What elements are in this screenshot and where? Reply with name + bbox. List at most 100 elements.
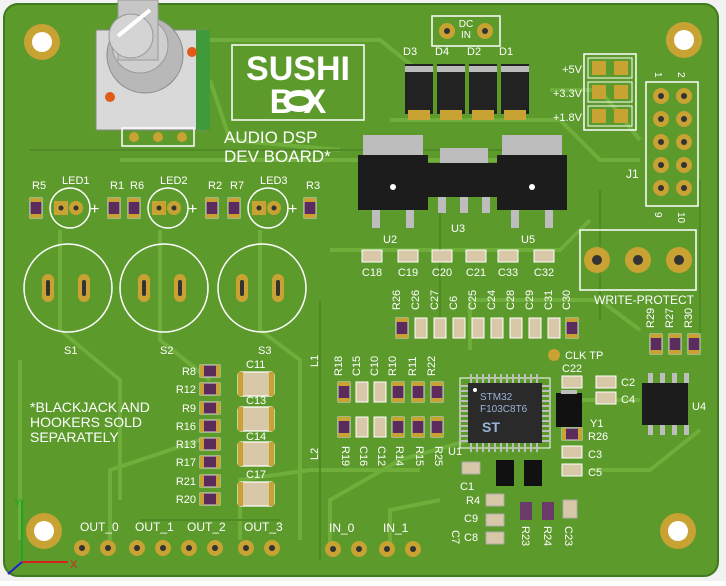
label-r26b: R26 (588, 431, 608, 443)
plus-icon: + (288, 201, 297, 218)
smd-capacitor (471, 317, 485, 339)
switch-outline (119, 243, 209, 333)
label-c5: C5 (588, 467, 602, 479)
svg-text:Y: Y (14, 497, 22, 509)
label-mid-top: R11 (407, 357, 419, 376)
label-top-r: R3 (306, 180, 320, 192)
label-cap-row1: C20 (432, 267, 452, 279)
led-outline (49, 187, 91, 229)
label-c7: C7 (449, 530, 461, 544)
label-cap-row2: C25 (467, 290, 479, 310)
label-c4: C4 (621, 394, 635, 406)
footnote-line3: SEPARATELY (30, 429, 119, 445)
label-c3: C3 (588, 449, 602, 461)
led-outline (147, 187, 189, 229)
label-top-r: R7 (230, 180, 244, 192)
label-clk-tp: CLK TP (565, 350, 603, 362)
ic-u4 (642, 373, 689, 435)
label-top-r: R1 (110, 180, 124, 192)
st-logo-icon: ST (482, 419, 500, 435)
smd-capacitor (497, 249, 519, 263)
label-output: OUT_0 (80, 520, 119, 534)
label-5v: +5V (562, 64, 583, 76)
label-top-r: R6 (130, 180, 144, 192)
big-capacitor (237, 441, 275, 467)
mounting-holes (24, 22, 702, 549)
big-capacitor (237, 406, 275, 432)
smd-capacitor (433, 317, 447, 339)
label-mid-top: C15 (351, 356, 363, 376)
plus-icon: + (188, 201, 197, 218)
label-input: IN_1 (383, 521, 409, 535)
label-switch: S3 (258, 345, 271, 357)
label-switch: S2 (160, 345, 173, 357)
label-cap-row2: C24 (486, 290, 498, 310)
smd-capacitor (361, 249, 383, 263)
label-l1: L1 (309, 355, 321, 367)
potentiometer (95, 0, 210, 147)
title-line1: AUDIO DSP (224, 128, 318, 147)
label-cap-row2: C29 (524, 290, 536, 310)
big-capacitor (237, 371, 275, 397)
label-left-r: R20 (176, 494, 196, 506)
smd-capacitor (431, 249, 453, 263)
label-big-cap: C17 (246, 469, 266, 481)
label-1v8: +1.8V (553, 112, 583, 124)
smd-capacitor (355, 416, 369, 438)
label-rp-right: R29 (645, 308, 657, 328)
label-cap-row1: C19 (398, 267, 418, 279)
label-big-cap: C11 (246, 359, 265, 371)
label-y1: Y1 (590, 418, 603, 430)
voltage-regulators (358, 135, 567, 228)
led-outline (247, 187, 289, 229)
label-input: IN_0 (329, 521, 355, 535)
label-left-r: R16 (176, 421, 196, 433)
svg-text:X: X (70, 559, 78, 571)
label-l2: L2 (309, 448, 321, 460)
label-cap-row2: C28 (505, 290, 517, 310)
label-cap-row2: C26 (410, 290, 422, 310)
smd-capacitor (490, 317, 504, 339)
label-r23: R23 (519, 526, 531, 546)
axis-gizmo: Y X (7, 497, 78, 575)
label-d2: D2 (467, 46, 481, 58)
j1-header (645, 81, 699, 207)
label-d1: D1 (499, 46, 513, 58)
label-mid-bottom: C12 (375, 446, 387, 466)
svg-text:DC: DC (459, 19, 473, 30)
switch-outline (217, 243, 307, 333)
plus-icon: + (90, 201, 99, 218)
label-led: LED3 (260, 175, 288, 187)
label-r24: R24 (541, 526, 553, 546)
label-c8: C8 (464, 532, 478, 544)
smd-capacitor (533, 249, 555, 263)
label-u3: U3 (451, 223, 465, 235)
label-mid-bottom: C16 (357, 446, 369, 466)
label-mid-bottom: R14 (393, 446, 405, 466)
write-protect-header (579, 229, 697, 291)
label-cap-row1: C21 (466, 267, 486, 279)
smd-capacitor (355, 381, 369, 403)
smd-capacitor (547, 317, 561, 339)
label-c22: C22 (562, 363, 582, 375)
clk-testpoint (548, 349, 560, 361)
switch-outline (23, 243, 113, 333)
label-cap-row2: R26 (391, 290, 403, 310)
smd-capacitor (595, 391, 617, 405)
label-write-protect: WRITE-PROTECT (594, 293, 695, 307)
label-j1: J1 (626, 167, 639, 181)
label-mid-bottom: R25 (432, 446, 444, 466)
footnote-line1: *BLACKJACK AND (30, 399, 150, 415)
label-led: LED2 (160, 175, 188, 187)
label-left-r: R13 (176, 439, 196, 451)
label-c23: C23 (562, 526, 574, 546)
label-mid-top: C10 (369, 356, 381, 376)
label-c9: C9 (464, 513, 478, 525)
